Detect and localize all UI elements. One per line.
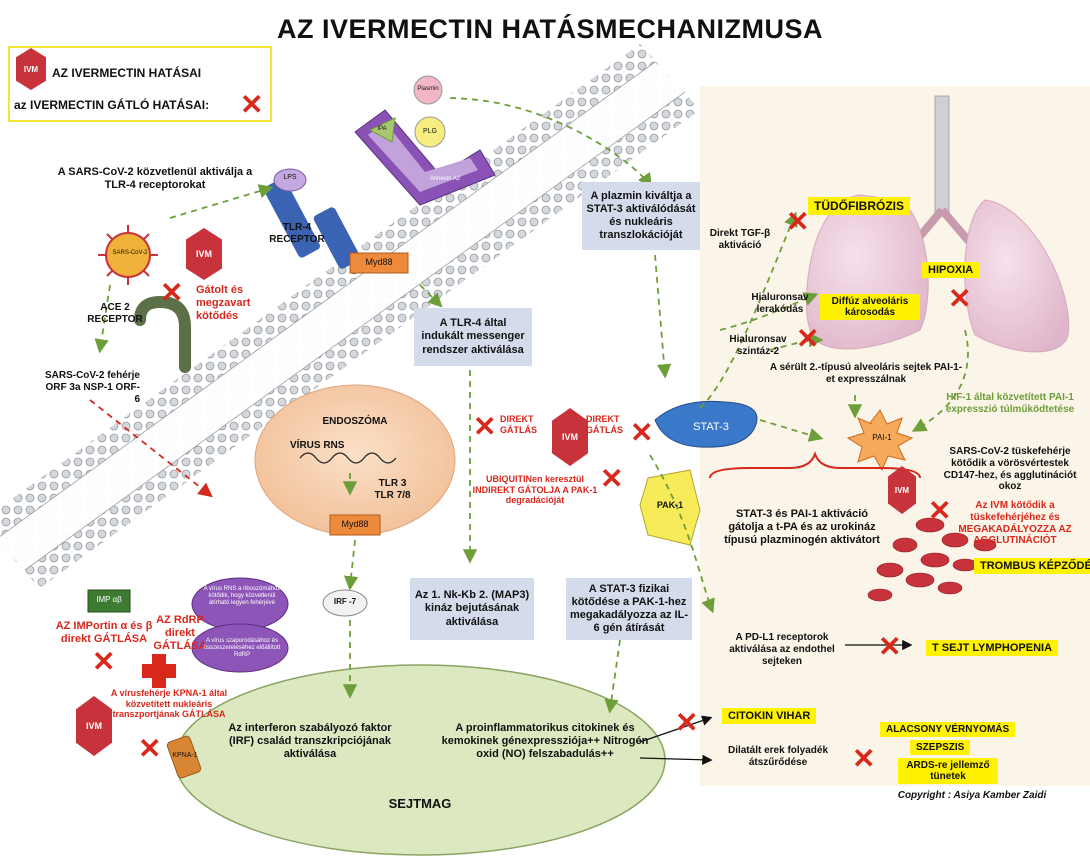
nucleus-label: SEJTMAG [388,796,452,811]
inhibit-x-kpna: ✕ [138,733,162,764]
sepsis-label: SZEPSZIS [910,740,971,755]
myd88-membrane-label: Myd88 [365,257,393,267]
nkkb-box: Az 1. Nk-Kb 2. (MAP3) kináz bejutásának … [410,578,534,640]
ivm-drug-icon-center: IVM [552,408,588,466]
ivm-drug-icon-legend: IVM [16,48,46,90]
endosome-title: ENDOSZÓMA [322,416,388,427]
inhibit-x-ace2: ✕ [160,277,184,308]
pai1-label: PAI-1 [872,433,892,442]
copyright-text: Copyright : Asiya Kamber Zaidi [897,790,1047,801]
legend-box [8,46,272,122]
thrombus-label: TROMBUS KÉPZŐDÉS [974,558,1090,574]
hyaluron-deposition-text: Hialuronsav lerakódás [751,292,809,315]
direct-inhibition-right: DIREKT GÁTLÁS [586,414,623,435]
ards-label: ARDS-re jellemző tünetek [898,758,998,784]
myd88-endosome-label: Myd88 [341,519,369,529]
pdl1-text: A PD-L1 receptorok aktiválása az endothe… [729,632,835,667]
purple-rdrp-text: A vírus szaporodásához és összeszerelésé… [203,638,281,659]
blocked-binding-text: Gátolt és megzavart kötődés [196,284,251,322]
plg-label: PLG [422,128,437,135]
tlr4-messenger-box: A TLR-4 által indukált messenger rendsze… [414,308,532,366]
annexin-label: Annexin A2 [429,176,461,182]
inhibit-x-legend: ✕ [240,89,264,120]
tlr4-receptor-label: TLR-4 RECEPTOR [269,222,325,245]
ivm-drug-icon-membrane: IVM [186,228,222,280]
hyaluron-synthase-text: Hialuronsav szintáz-2 [729,334,787,357]
inhibit-x-dilated: ✕ [852,743,876,774]
inhibit-x-imp: ✕ [92,646,116,677]
tlr4-letters: T L R 4 [305,200,335,210]
inhibit-x-agglutination: ✕ [928,495,952,526]
inhibit-x-fibrosis: ✕ [786,206,810,237]
ivm-drug-icon-right: IVM [888,466,916,514]
kpna-text: A vírusfehérje KPNA-1 által közvetített … [110,688,228,720]
tgf-text: Direkt TGF-β aktiváció [709,228,771,251]
stat3-label: STAT-3 [693,421,729,433]
dilated-text: Dilatált erek folyadék átszűrődése [727,745,829,768]
lps-label: LPS [283,174,297,181]
ivm-spike-text: Az IVM kötődik a tüskefehérjéhez és MEGA… [958,500,1072,547]
red-blood-cells [867,517,997,602]
tpa-label: tPA [377,126,387,132]
endosome-tlr-label: TLR 3 TLR 7/8 [374,478,411,501]
sars-proteins-text: SARS-CoV-2 fehérje ORF 3a NSP-1 ORF-6 [44,370,140,405]
diffuse-damage-label: Diffúz alveoláris károsodás [820,294,920,320]
sars-activates-text: A SARS-CoV-2 közvetlenül aktiválja a TLR… [57,166,253,191]
legend-inhibits: az IVERMECTIN GÁTLÓ HATÁSAI: [14,98,210,112]
inhibit-x-hyaluron: ✕ [796,323,820,354]
ace2-receptor-label: ACE 2 RECEPTOR [87,302,143,325]
rdrp-text: AZ RdRP direkt GÁTLÁSA [153,614,207,652]
plasmin-stat3-box: A plazmin kiváltja a STAT-3 aktiválódásá… [582,182,700,250]
stat3-pai-text: STAT-3 és PAI-1 aktiváció gátolja a t-PA… [724,508,880,546]
kpna-label: KPNA-1 [172,752,198,759]
importin-text: AZ IMPortin α és β direkt GÁTLÁSA [55,620,153,645]
inhibit-x-storm: ✕ [675,707,699,738]
storm-label: CITOKIN VIHAR [722,708,817,724]
irf-activation-text: Az interferon szabályozó faktor (IRF) cs… [228,722,392,760]
spike-text: SARS-CoV-2 tüskefehérje kötődik a vörösv… [943,446,1077,493]
hif-text: HIF-1 által közvetített PAI-1 expresszió… [945,392,1075,415]
pai-cells-text: A sérült 2.-típusú alveoláris sejtek PAI… [769,362,963,385]
legend-effects: AZ IVERMECTIN HATÁSAI [52,66,202,80]
inhibit-x-lympho: ✕ [878,631,902,662]
inhibit-x-ubiquitin: ✕ [600,463,624,494]
irf7-label: IRF -7 [333,597,357,606]
inhibit-x-stat3-left: ✕ [473,411,497,442]
low-bp-label: ALACSONY VÉRNYOMÁS [880,722,1016,737]
inhibit-x-stat3-right: ✕ [630,417,654,448]
cytokines-text: A proinflammatorikus citokinek és kemoki… [441,722,649,760]
ivm-drug-icon-left: IVM [76,696,112,756]
direct-inhibition-left: DIREKT GÁTLÁS [500,414,537,435]
lympho-label: T SEJT LYMPHOPENIA [926,640,1059,656]
page-title: AZ IVERMECTIN HATÁSMECHANIZMUSA [277,14,823,44]
virus-rns-label: VÍRUS RNS [290,440,345,451]
virus-label: SARS-CoV-2 [112,250,148,256]
inhibit-x-hypoxia: ✕ [948,283,972,314]
pak1-label: PAK-1 [656,500,684,510]
hypoxia-label: HIPOXIA [922,262,980,278]
plasmin-label: Plasmin [417,86,439,92]
purple-ribosome-text: A vírus RNS a riboszómához kötődik, hogy… [203,586,281,607]
stat3-pak1-box: A STAT-3 fizikai kötődése a PAK-1-hez me… [566,578,692,640]
ubiquitin-text: UBIQUITINen keresztül INDIREKT GÁTOLJA A… [472,474,598,506]
fibrosis-label: TÜDŐFIBRÓZIS [808,197,910,215]
cell-membrane [0,44,700,588]
imp-label: IMP αβ [96,595,122,604]
